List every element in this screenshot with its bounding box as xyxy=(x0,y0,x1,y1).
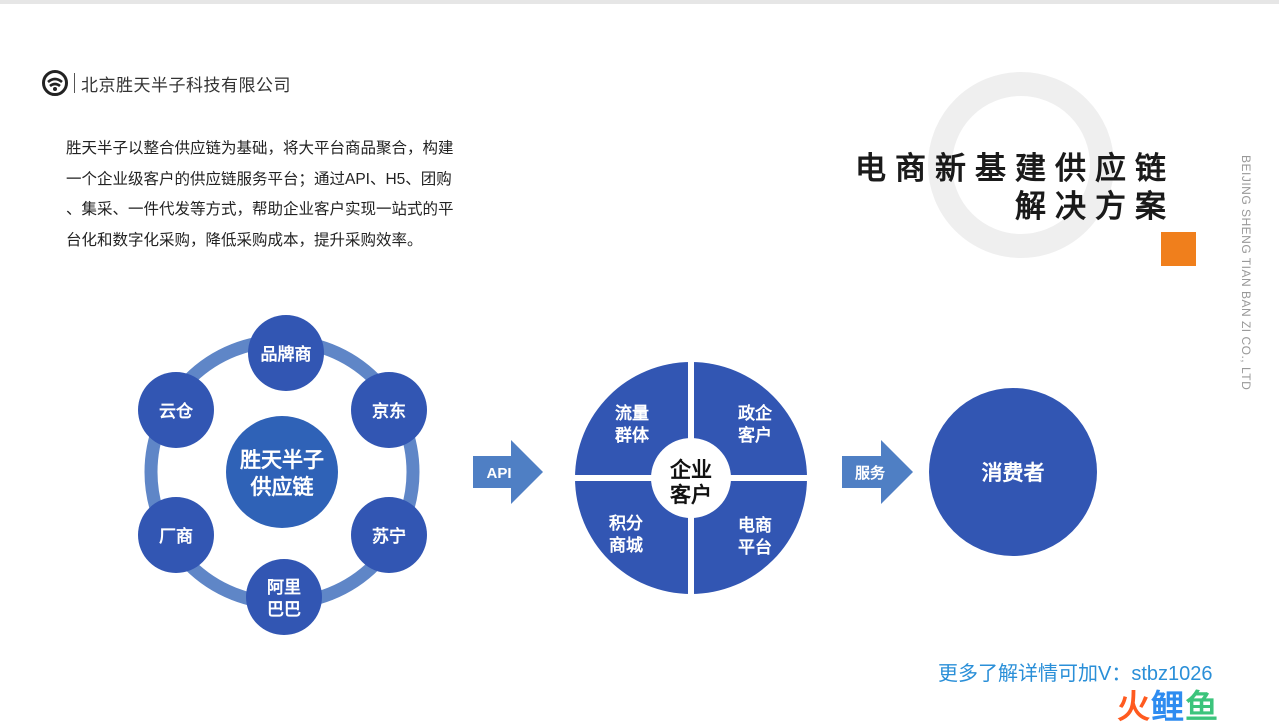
quadrant-points xyxy=(575,478,691,594)
service-arrow-label: 服务 xyxy=(855,464,886,482)
node-alibaba-label-line2: 巴巴 xyxy=(267,600,301,619)
company-english-name: BEIJING SHENG TIAN BAN ZI CO., LTD xyxy=(1239,155,1253,391)
page-title-line1: 电商新基建供应链 xyxy=(855,151,1175,186)
quadrant-ecommerce-line2: 平台 xyxy=(738,537,772,557)
quadrant-traffic-line2: 群体 xyxy=(615,425,650,445)
enterprise-quadrants xyxy=(573,360,809,596)
service-arrow xyxy=(842,440,913,504)
intro-line: 一个企业级客户的供应链服务平台；通过API、H5、团购 xyxy=(66,170,452,188)
node-brand xyxy=(248,315,324,391)
enterprise-center xyxy=(651,438,731,518)
quadrant-traffic-line1: 流量 xyxy=(615,403,649,423)
hub-label-line2: 供应链 xyxy=(250,475,315,499)
api-arrow-label: API xyxy=(486,465,511,482)
node-suning-label: 苏宁 xyxy=(372,526,406,546)
consumer-circle xyxy=(929,388,1097,556)
company-logo-icon xyxy=(42,70,68,96)
intro-paragraph: 胜天半子以整合供应链为基础，将大平台商品聚合，构建 一个企业级客户的供应链服务平… xyxy=(66,134,511,256)
enterprise-center-line2: 客户 xyxy=(670,483,712,507)
intro-line: 胜天半子以整合供应链为基础，将大平台商品聚合，构建 xyxy=(66,140,454,157)
brand-divider xyxy=(74,73,75,93)
watermark-part: 鱼 xyxy=(1185,688,1219,725)
intro-line: 、集采、一件代发等方式，帮助企业客户实现一站式的平 xyxy=(66,201,454,218)
contact-link[interactable]: 更多了解详情可加V：stbz1026 xyxy=(938,663,1213,685)
quadrant-points-line1: 积分 xyxy=(609,514,643,533)
node-manufacturer-label: 厂商 xyxy=(159,526,193,546)
node-jd-label: 京东 xyxy=(372,401,406,421)
brand-header: 北京胜天半子科技有限公司 xyxy=(42,70,291,96)
quadrant-ecommerce-line1: 电商 xyxy=(738,515,772,535)
node-brand-label: 品牌商 xyxy=(261,344,312,364)
node-alibaba xyxy=(246,559,322,635)
quadrant-government xyxy=(691,362,807,478)
node-manufacturer xyxy=(138,497,214,573)
watermark-part: 鲤 xyxy=(1151,688,1185,725)
api-arrow xyxy=(473,440,543,504)
hub-label-line1: 胜天半子 xyxy=(240,448,324,472)
top-border xyxy=(0,0,1279,4)
quadrant-points-line2: 商城 xyxy=(609,535,643,555)
enterprise-center-line1: 企业 xyxy=(669,458,712,482)
quadrant-ecommerce xyxy=(691,478,807,594)
quadrant-government-line1: 政企 xyxy=(738,403,773,423)
node-yuncang xyxy=(138,372,214,448)
node-alibaba-label-line1: 阿里 xyxy=(267,578,301,597)
node-jd xyxy=(351,372,427,448)
watermark-logo: 火鲤鱼 xyxy=(1117,680,1219,728)
watermark-part: 火 xyxy=(1117,688,1151,725)
node-yuncang-label: 云仓 xyxy=(159,401,194,421)
node-suning xyxy=(351,497,427,573)
quadrant-traffic xyxy=(575,362,691,478)
company-name: 北京胜天半子科技有限公司 xyxy=(81,75,291,95)
consumer-label: 消费者 xyxy=(982,461,1045,485)
accent-square xyxy=(1161,232,1196,266)
page-title-line2: 解决方案 xyxy=(1015,189,1175,224)
quadrant-government-line2: 客户 xyxy=(737,425,772,445)
hub-circle xyxy=(226,416,338,528)
intro-line: 台化和数字化采购，降低采购成本，提升采购效率。 xyxy=(66,231,423,249)
